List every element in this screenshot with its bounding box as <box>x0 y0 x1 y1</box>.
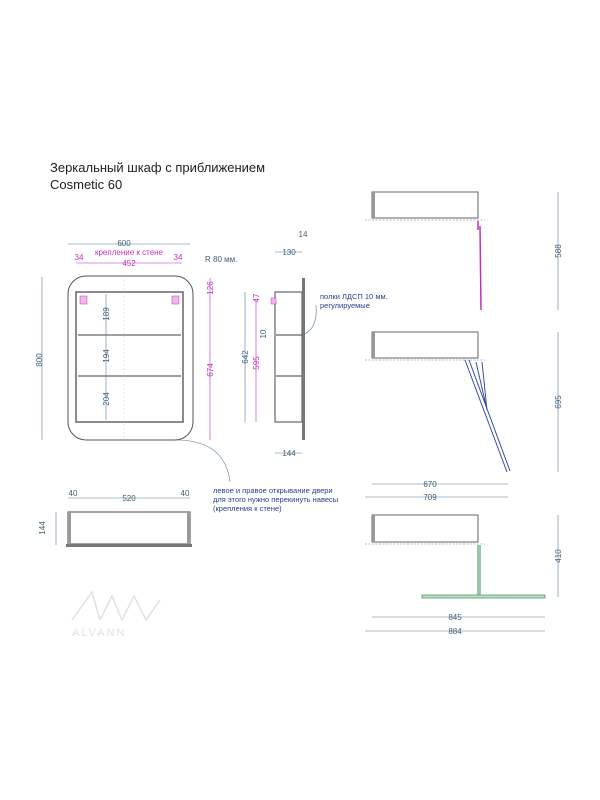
door-flat <box>421 594 546 599</box>
dim-radius: R 80 мм. <box>205 255 237 264</box>
side-view: 14 130 642 595 47 10 144 полки ЛДСП 10 м… <box>241 230 388 458</box>
top-view: 40 520 40 144 <box>38 489 192 547</box>
door-closed <box>477 221 482 311</box>
dim-670: 670 <box>423 480 437 489</box>
dim-14: 14 <box>299 230 308 239</box>
mount-label: крепление к стене <box>95 248 164 257</box>
dim-47: 47 <box>252 293 261 302</box>
dim-height: 800 <box>35 353 44 367</box>
dim-top-depth: 144 <box>38 521 47 535</box>
dim-top-right: 40 <box>181 489 190 498</box>
mirror-door-outline <box>67 275 194 441</box>
dim-884: 884 <box>448 627 462 636</box>
dim-shelf2: 194 <box>102 349 111 363</box>
dim-130: 130 <box>282 248 296 257</box>
model-name: Cosmetic 60 <box>50 177 123 192</box>
cabinet-box <box>75 291 184 423</box>
wall-mount-left <box>79 295 88 305</box>
dim-right-offset: 34 <box>174 253 183 262</box>
dim-144-side: 144 <box>282 449 296 458</box>
door-note-1: левое и правое открывание двери <box>213 486 333 495</box>
dim-top-left: 40 <box>69 489 78 498</box>
open-view-flat: 410 845 884 <box>365 514 563 636</box>
dim-mount-span: 452 <box>122 259 136 268</box>
dim-shelf1: 189 <box>102 307 111 321</box>
dim-588: 588 <box>554 244 563 258</box>
wall-mount-right <box>171 295 180 305</box>
dim-709: 709 <box>423 493 437 502</box>
dim-695: 695 <box>554 395 563 409</box>
dim-mount-height: 674 <box>206 363 215 377</box>
door-angled <box>464 359 511 473</box>
open-view-closed: 588 <box>365 191 563 311</box>
dim-top-offset: 126 <box>206 281 215 295</box>
dim-845: 845 <box>448 613 462 622</box>
dim-left-offset: 34 <box>75 253 84 262</box>
dim-595: 595 <box>252 356 261 370</box>
open-view-angled: 695 670 709 <box>365 331 563 502</box>
dim-10: 10 <box>259 329 268 338</box>
svg-text:ALVANN: ALVANN <box>72 627 126 639</box>
dim-642: 642 <box>241 350 250 364</box>
front-view: 600 крепление к стене 34 452 34 R 80 мм.… <box>35 239 237 483</box>
alvann-logo: ALVANN <box>71 590 161 639</box>
drawing-title: Зеркальный шкаф с приближением <box>50 160 266 175</box>
dim-shelf3: 204 <box>102 392 111 406</box>
door-side <box>302 278 305 440</box>
shelves-note-2: регулируемые <box>320 301 370 310</box>
door-note-3: (крепления к стене) <box>213 504 282 513</box>
shelves-note: полки ЛДСП 10 мм. <box>320 292 388 301</box>
door-note-2: для этого нужно перекинуть навесы <box>213 495 338 504</box>
dim-width: 600 <box>117 239 131 248</box>
dim-top-middle: 520 <box>122 494 136 503</box>
dim-410: 410 <box>554 549 563 563</box>
